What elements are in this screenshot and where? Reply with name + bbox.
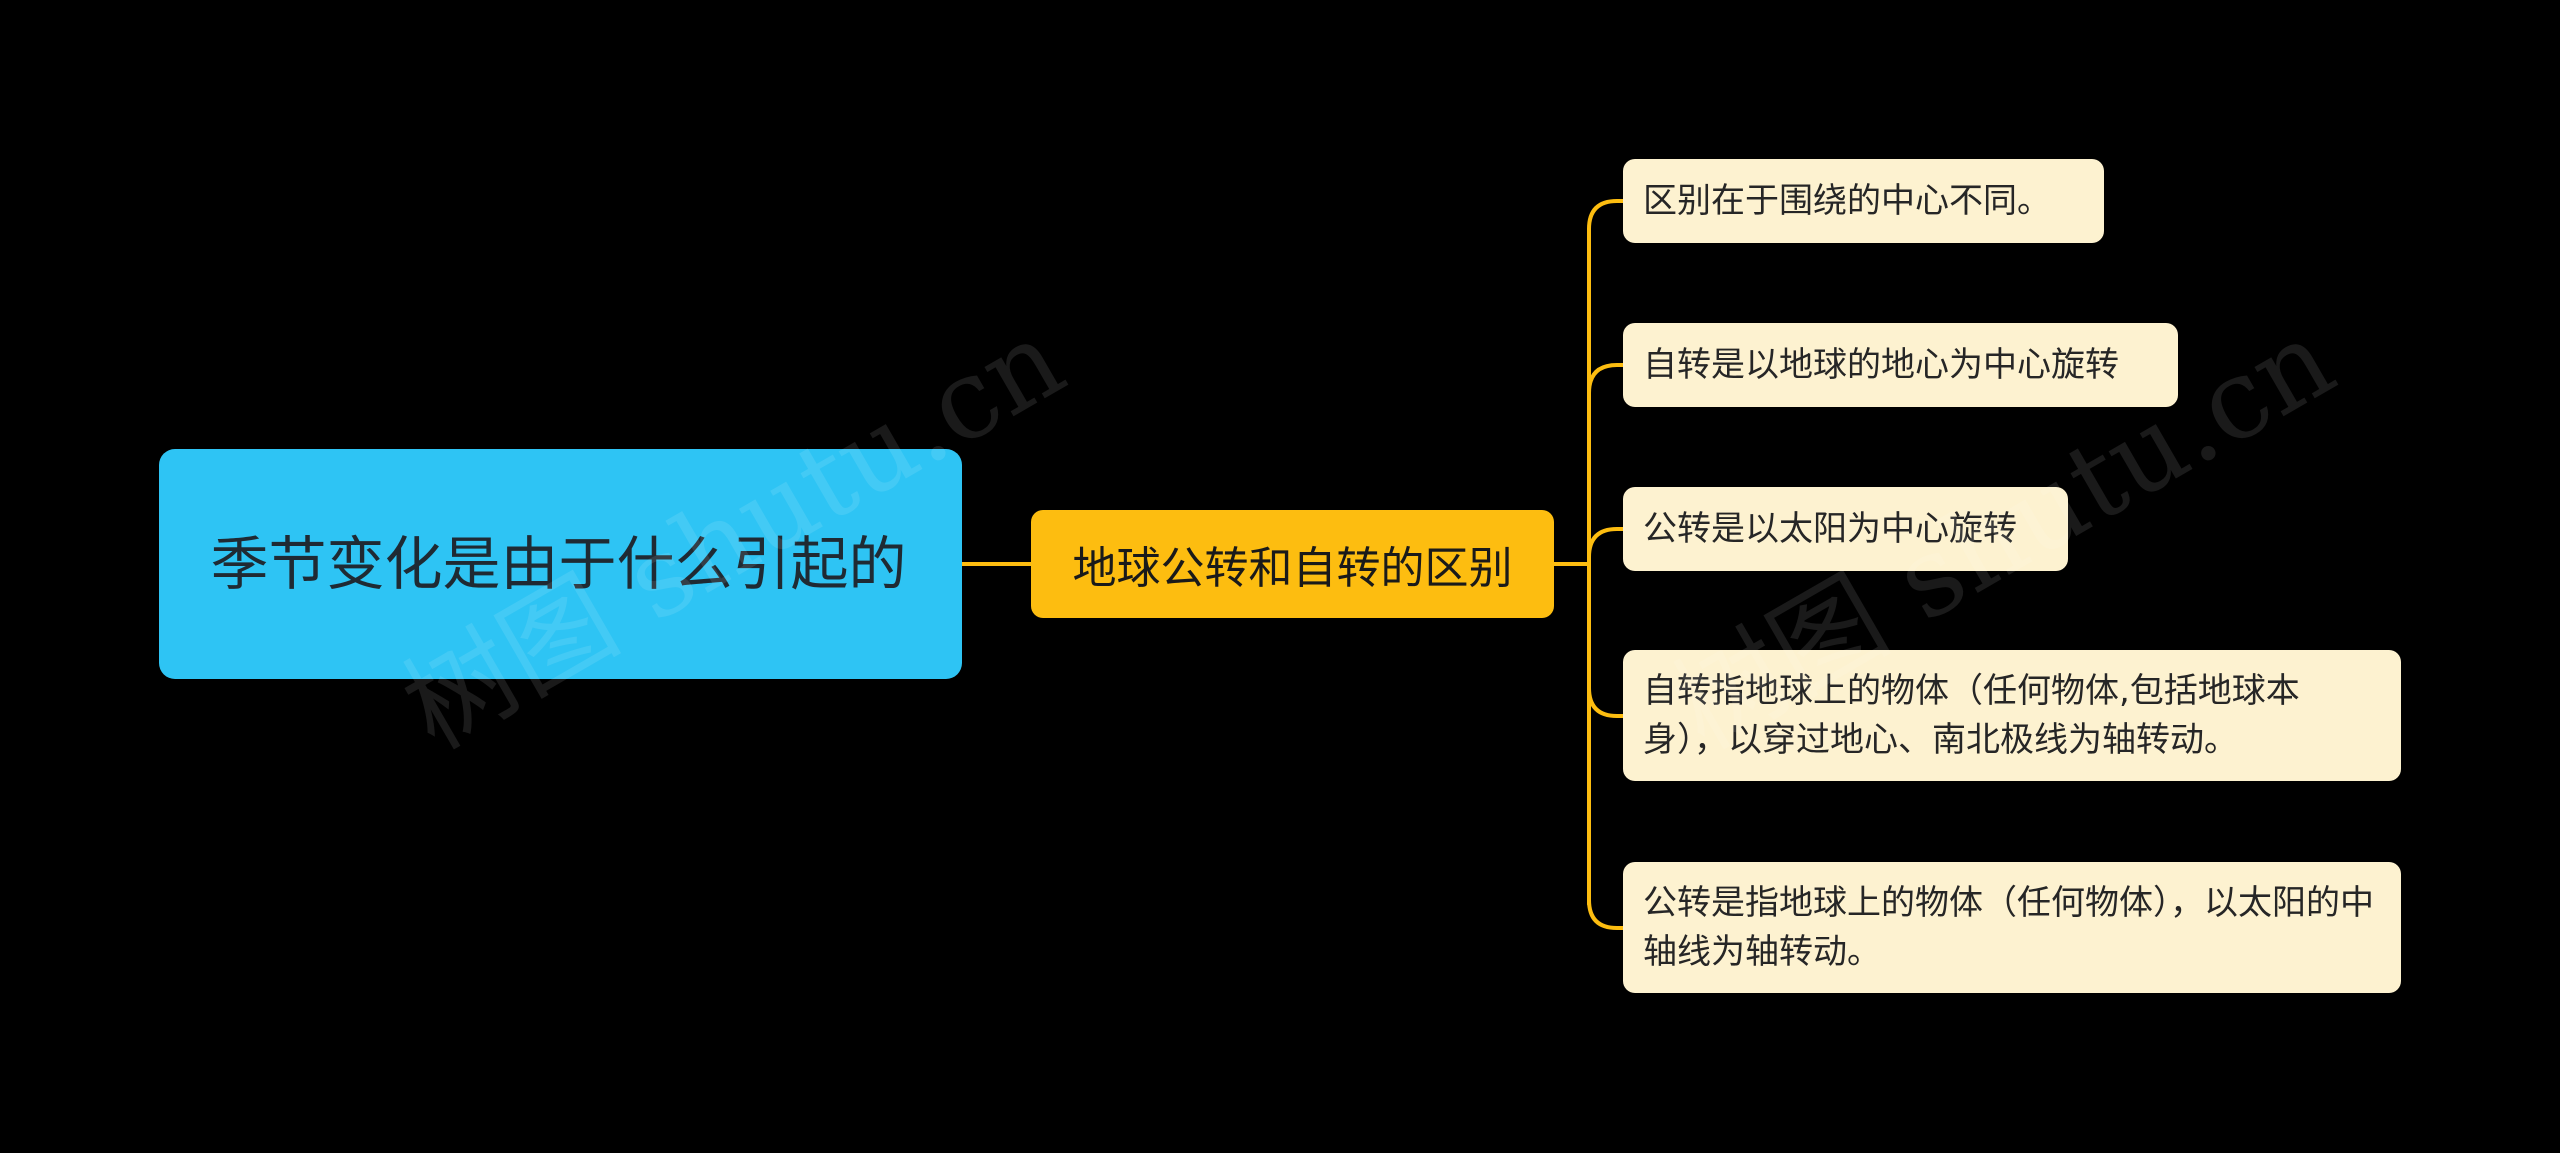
- leaf-node-text: 公转是以太阳为中心旋转: [1643, 508, 2017, 549]
- leaf-node-text: 自转是以地球的地心为中心旋转: [1643, 344, 2119, 385]
- leaf-node[interactable]: 公转是以太阳为中心旋转: [1623, 487, 2068, 571]
- branch-node-text: 地球公转和自转的区别: [1072, 543, 1513, 594]
- branch-node[interactable]: 地球公转和自转的区别: [1031, 510, 1554, 618]
- connector-leaf-4: [1587, 686, 1625, 718]
- connector-leaf-5: [1587, 898, 1625, 930]
- leaf-node-text: 区别在于围绕的中心不同。: [1643, 180, 2051, 221]
- leaf-node-text: 公转是指地球上的物体（任何物体），以太阳的中轴线为轴转动。: [1643, 882, 2374, 972]
- connector-leaf-2: [1587, 363, 1625, 395]
- connector-leaf-3: [1587, 527, 1625, 559]
- leaf-node[interactable]: 公转是指地球上的物体（任何物体），以太阳的中轴线为轴转动。: [1623, 862, 2401, 993]
- root-node[interactable]: 季节变化是由于什么引起的: [159, 449, 962, 679]
- leaf-node-text: 自转指地球上的物体（任何物体,包括地球本身），以穿过地心、南北极线为轴转动。: [1643, 670, 2300, 760]
- leaf-node[interactable]: 自转是以地球的地心为中心旋转: [1623, 323, 2178, 407]
- leaf-node[interactable]: 区别在于围绕的中心不同。: [1623, 159, 2104, 243]
- root-node-text: 季节变化是由于什么引起的: [210, 530, 907, 598]
- leaf-node[interactable]: 自转指地球上的物体（任何物体,包括地球本身），以穿过地心、南北极线为轴转动。: [1623, 650, 2401, 781]
- connector-leaf-1: [1587, 199, 1625, 231]
